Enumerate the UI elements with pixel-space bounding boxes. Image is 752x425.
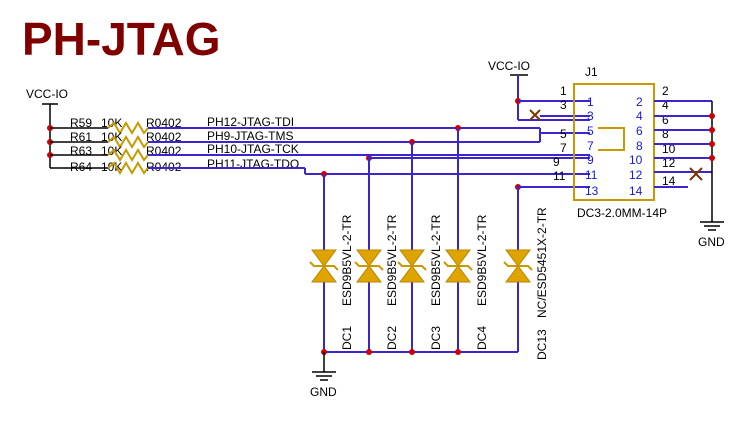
svg-text:1: 1 [560, 84, 567, 98]
diode-part: ESD9B5VL-2-TR [475, 214, 489, 306]
resistor-ref: R63 [70, 144, 92, 158]
svg-text:12: 12 [629, 168, 643, 182]
page-title: PH-JTAG [22, 13, 221, 65]
svg-text:7: 7 [587, 139, 594, 153]
connector-j1: J1 DC3-2.0MM-14P 1 3 5 7 9 11 1 3 5 7 9 … [553, 65, 676, 220]
diode-dc13: NC/ESD5451X-2-TR DC13 [503, 207, 549, 360]
diode-ref: DC1 [340, 326, 354, 350]
diode-part: ESD9B5VL-2-TR [385, 214, 399, 306]
svg-text:4: 4 [636, 109, 643, 123]
resistor-package: R0402 [146, 116, 182, 130]
net-tdo: PH11-JTAG-TDO [148, 157, 590, 190]
svg-text:9: 9 [587, 153, 594, 167]
svg-text:9: 9 [553, 155, 560, 169]
resistor-r63: R63 10K R0402 [70, 144, 182, 162]
resistor-package: R0402 [146, 130, 182, 144]
svg-text:1: 1 [587, 95, 594, 109]
svg-text:6: 6 [662, 113, 669, 127]
svg-text:3: 3 [560, 98, 567, 112]
diode-dc2: ESD9B5VL-2-TR DC2 [354, 214, 399, 350]
svg-text:10: 10 [629, 153, 643, 167]
no-connect-pin3 [529, 109, 590, 121]
resistor-r64: R64 10K R0402 [70, 160, 182, 175]
resistor-ref: R64 [70, 160, 92, 174]
resistor-r61: R61 10K R0402 [70, 130, 182, 149]
resistor-r59: R59 10K R0402 [70, 116, 182, 135]
diode-dc1: ESD9B5VL-2-TR DC1 [309, 214, 354, 350]
ground-bus-right [654, 100, 715, 222]
diode-dc4: ESD9B5VL-2-TR DC4 [443, 214, 489, 350]
resistor-value: 10K [101, 130, 122, 144]
net-label-tdi: PH12-JTAG-TDI [207, 115, 294, 129]
vcc-io-left-symbol: VCC-IO [26, 87, 108, 169]
resistor-value: 10K [101, 160, 122, 174]
svg-text:14: 14 [662, 174, 676, 188]
gnd-right-label: GND [698, 235, 725, 249]
svg-text:7: 7 [560, 141, 567, 155]
gnd-bottom-label: GND [310, 385, 337, 399]
connector-ref: J1 [585, 65, 598, 79]
net-tms: PH9-JTAG-TMS [148, 129, 541, 145]
diode-ref: DC13 [535, 329, 549, 360]
diode-part: ESD9B5VL-2-TR [340, 214, 354, 306]
svg-text:11: 11 [585, 168, 598, 182]
gnd-right-symbol: GND [698, 221, 725, 249]
svg-text:5: 5 [560, 127, 567, 141]
net-label-tck: PH10-JTAG-TCK [207, 142, 299, 156]
svg-text:3: 3 [587, 109, 594, 123]
net-label-tms: PH9-JTAG-TMS [207, 129, 293, 143]
connector-part: DC3-2.0MM-14P [577, 206, 667, 220]
svg-text:8: 8 [662, 127, 669, 141]
vcc-io-right-label: VCC-IO [488, 59, 530, 73]
resistor-ref: R61 [70, 130, 92, 144]
svg-text:10: 10 [662, 142, 676, 156]
svg-text:14: 14 [629, 184, 643, 198]
diode-dc3: ESD9B5VL-2-TR DC3 [397, 214, 443, 350]
svg-text:8: 8 [636, 139, 643, 153]
vcc-io-right-symbol: VCC-IO [488, 59, 590, 121]
svg-text:13: 13 [585, 184, 599, 198]
svg-text:6: 6 [636, 124, 643, 138]
svg-text:4: 4 [662, 98, 669, 112]
svg-text:2: 2 [636, 95, 643, 109]
ground-bus-bottom: GND [310, 349, 518, 399]
svg-text:5: 5 [587, 124, 594, 138]
svg-text:11: 11 [553, 169, 566, 183]
diode-part: NC/ESD5451X-2-TR [535, 207, 549, 318]
diode-ref: DC3 [429, 326, 443, 350]
svg-text:12: 12 [662, 156, 676, 170]
resistor-ref: R59 [70, 116, 92, 130]
diode-part: ESD9B5VL-2-TR [429, 214, 443, 306]
svg-text:2: 2 [662, 84, 669, 98]
diode-ref: DC4 [475, 326, 489, 350]
vcc-io-left-label: VCC-IO [26, 87, 68, 101]
net-tdi: PH12-JTAG-TDI [148, 115, 590, 134]
diode-ref: DC2 [385, 326, 399, 350]
resistor-value: 10K [101, 116, 122, 130]
